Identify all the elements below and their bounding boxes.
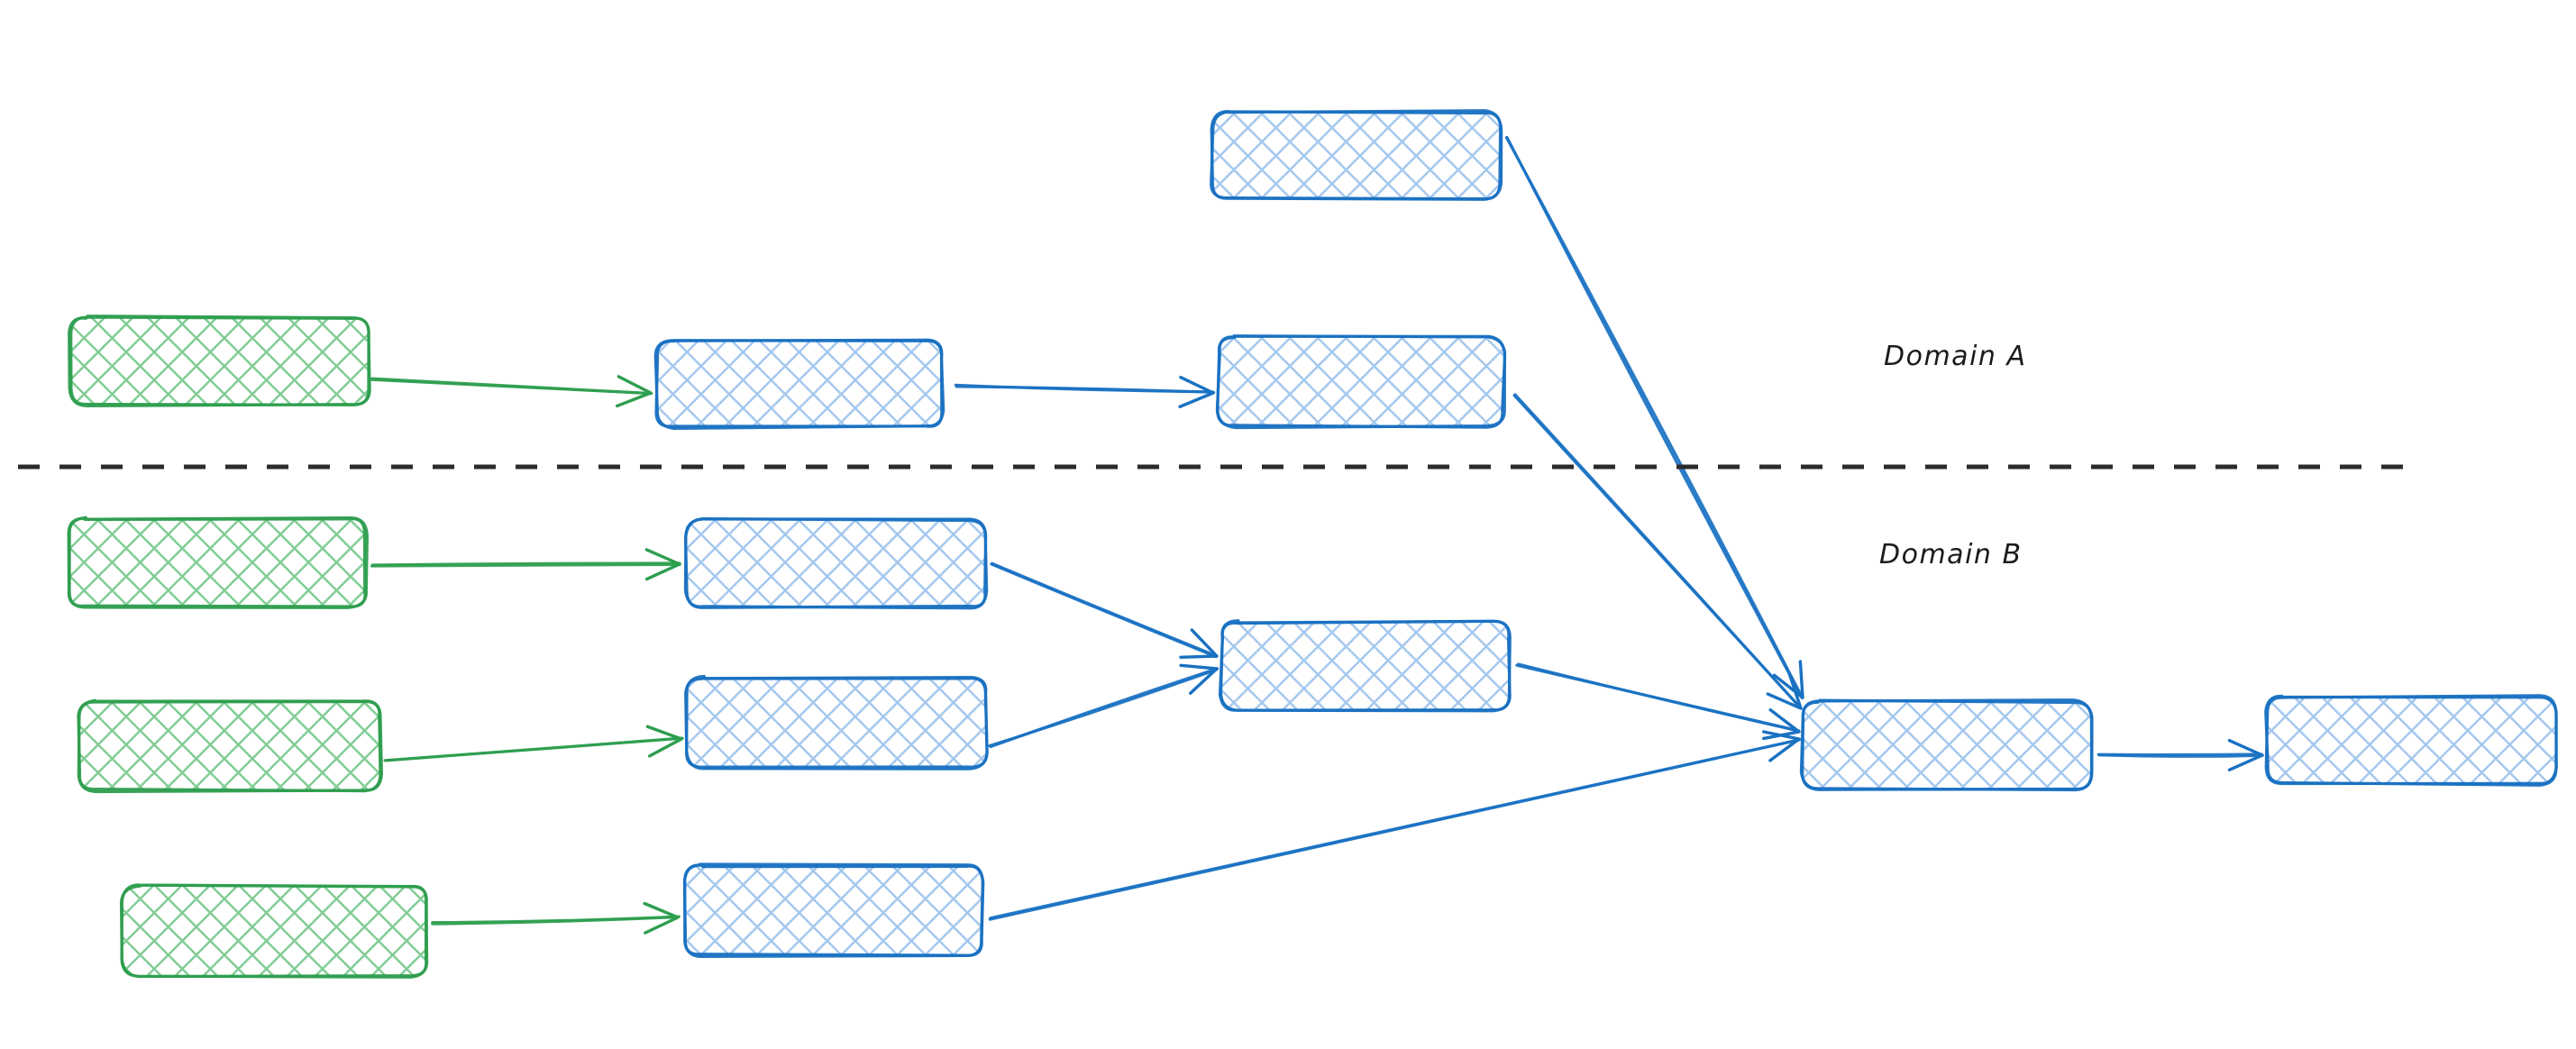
node-b-merge[interactable] xyxy=(1218,619,1512,713)
node-layer xyxy=(67,109,2558,979)
node-b-out[interactable] xyxy=(2264,694,2558,787)
edge-b-blue-3-to-b-final xyxy=(988,730,1802,921)
domain-b-label: Domain B xyxy=(1879,539,2023,570)
node-b-blue-1[interactable] xyxy=(683,517,989,610)
edge-b-green-2-to-b-blue-2 xyxy=(383,725,684,762)
edge-a-blue-1-to-a-blue-2 xyxy=(954,375,1216,408)
domain-a-label: Domain A xyxy=(1884,341,2027,372)
node-b-green-3[interactable] xyxy=(119,883,429,979)
edge-a-green-1-to-a-blue-1 xyxy=(369,375,653,408)
edge-b-blue-2-to-b-merge xyxy=(988,663,1219,749)
node-a-blue-1[interactable] xyxy=(653,338,945,430)
node-b-blue-3[interactable] xyxy=(682,862,985,959)
edge-b-blue-1-to-b-merge xyxy=(990,561,1219,660)
edge-b-green-3-to-b-blue-3 xyxy=(431,901,681,935)
edge-a-top-blue-to-b-final xyxy=(1504,136,1804,700)
node-a-green-1[interactable] xyxy=(68,315,371,408)
node-a-top-blue[interactable] xyxy=(1210,109,1503,201)
node-a-blue-2[interactable] xyxy=(1215,334,1507,430)
edge-b-green-1-to-b-blue-1 xyxy=(370,548,681,581)
edge-b-final-to-b-out xyxy=(2096,738,2264,772)
edge-a-blue-2-to-b-final xyxy=(1512,393,1803,710)
node-b-green-1[interactable] xyxy=(67,515,369,609)
edge-layer xyxy=(369,136,2264,935)
edge-b-merge-to-b-final xyxy=(1515,662,1801,741)
node-b-green-2[interactable] xyxy=(77,698,384,794)
node-b-final[interactable] xyxy=(1799,698,2094,792)
node-b-blue-2[interactable] xyxy=(684,674,989,771)
